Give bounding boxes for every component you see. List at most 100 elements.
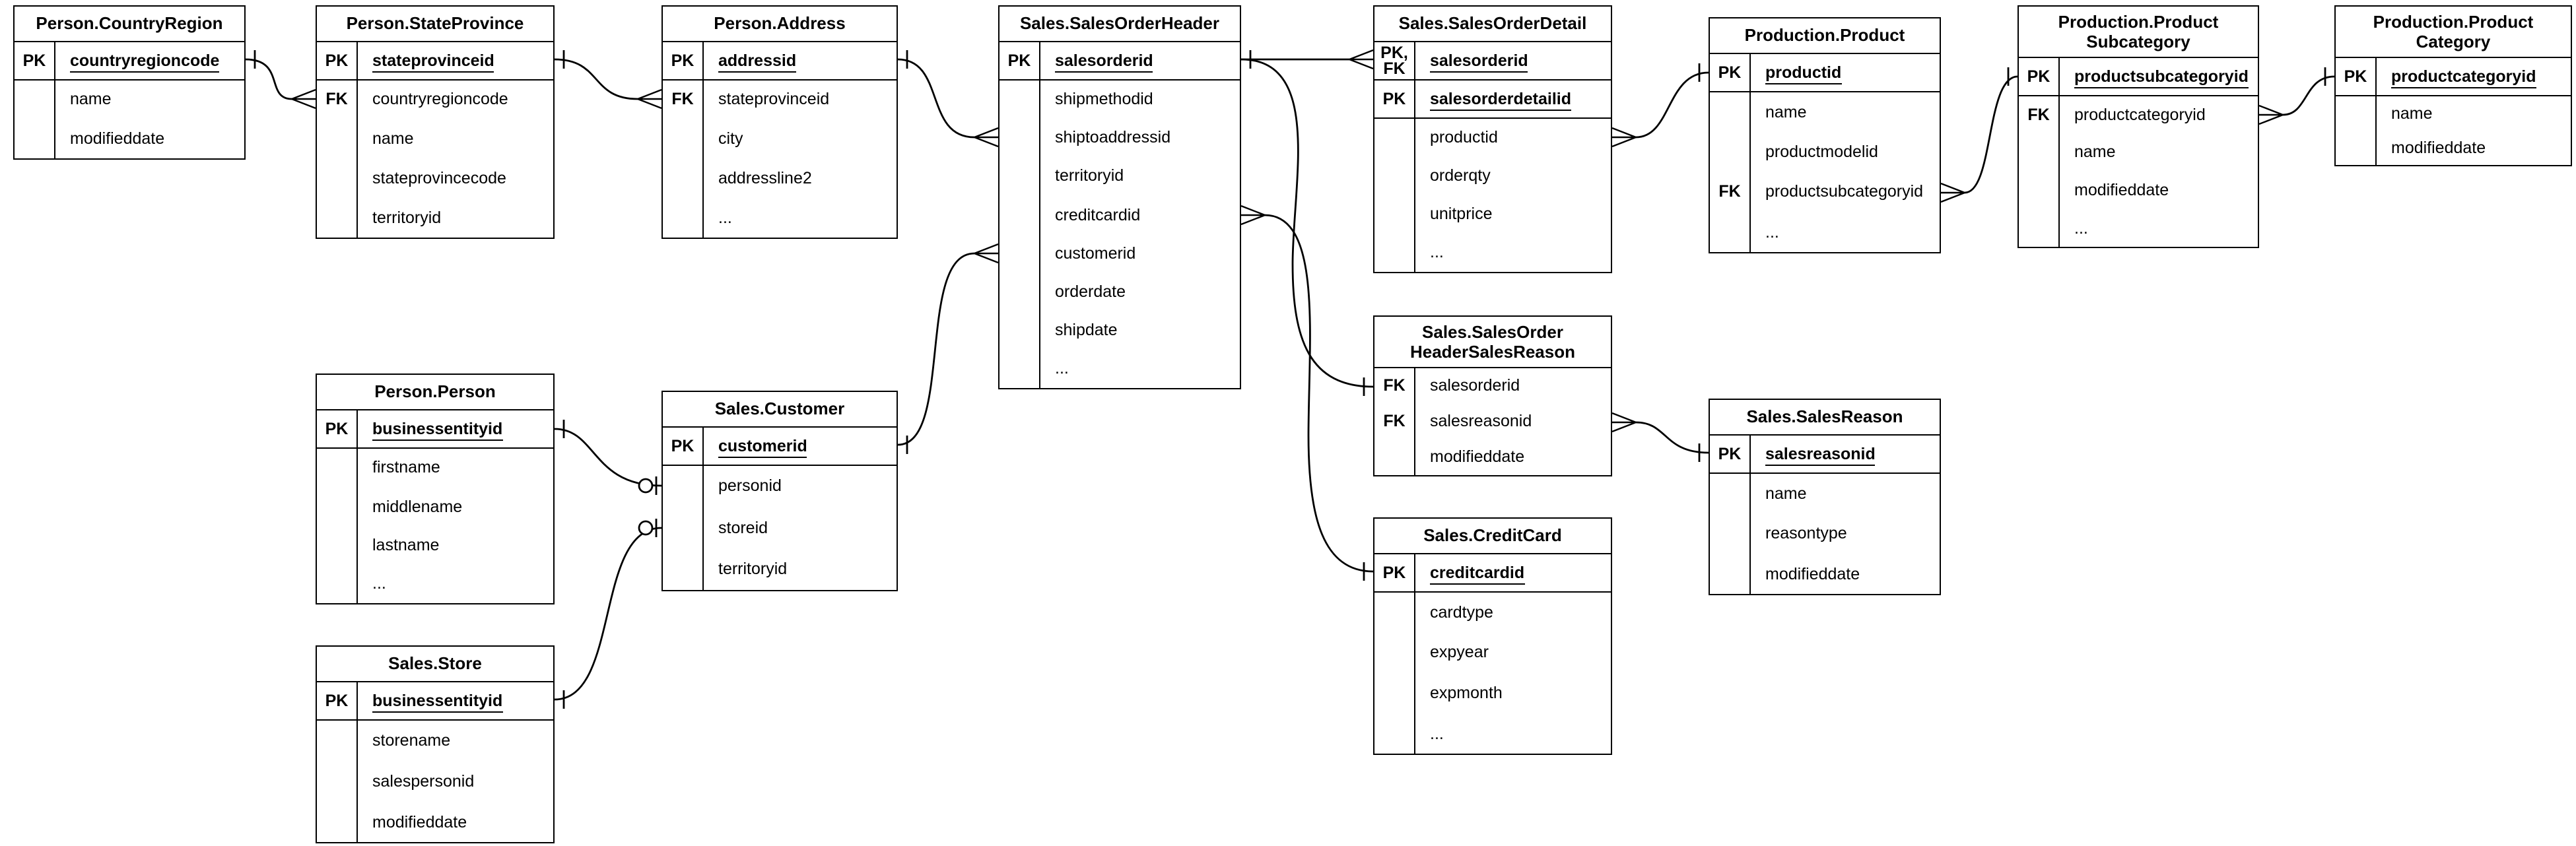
key-cell: PK bbox=[2019, 57, 2060, 94]
attribute-row: productid bbox=[1374, 118, 1611, 157]
rel-salesorderheader-salesorderdetail bbox=[1241, 49, 1374, 70]
key-cell bbox=[1374, 233, 1415, 272]
attribute-cell: territoryid bbox=[1040, 167, 1124, 185]
attribute-name: modifieddate bbox=[372, 812, 467, 831]
key-cell bbox=[1374, 439, 1415, 476]
key-cell: FK bbox=[317, 80, 358, 119]
key-cell bbox=[317, 525, 358, 565]
attribute-name: city bbox=[718, 129, 743, 148]
key-cell: PK bbox=[1710, 435, 1751, 472]
attribute-row: lastname bbox=[317, 525, 553, 565]
attribute-row: firstname bbox=[317, 448, 553, 487]
key-cell bbox=[317, 448, 358, 487]
attribute-cell: shipdate bbox=[1040, 321, 1118, 339]
key-cell bbox=[1374, 632, 1415, 673]
many-crowfoot bbox=[1611, 412, 1637, 433]
attribute-row: ... bbox=[1710, 212, 1940, 252]
attribute-name: ... bbox=[1430, 724, 1444, 743]
attribute-cell: countryregioncode bbox=[358, 90, 508, 109]
attribute-row: productmodelid bbox=[1710, 131, 1940, 172]
attribute-cell: businessentityid bbox=[358, 691, 503, 712]
attribute-name: territoryid bbox=[372, 209, 442, 228]
attribute-row: name bbox=[317, 119, 553, 159]
attribute-name: customerid bbox=[1055, 244, 1136, 263]
key-cell bbox=[1000, 80, 1040, 119]
attribute-cell: addressline2 bbox=[704, 169, 812, 187]
table-title: Sales.CreditCard bbox=[1374, 519, 1611, 554]
table-title: Person.CountryRegion bbox=[15, 7, 244, 42]
attribute-name: salesorderid bbox=[1430, 51, 1528, 72]
table-title: Sales.SalesOrderHeader bbox=[1000, 7, 1240, 42]
attribute-name: addressline2 bbox=[718, 169, 812, 188]
table-title-text: Sales.SalesOrderHeader bbox=[1019, 13, 1220, 34]
rel-product-salesorderdetail bbox=[1611, 63, 1709, 148]
table-title: Sales.Customer bbox=[663, 392, 897, 427]
primary-key-row: PK salesreasonid bbox=[1710, 435, 1940, 473]
attribute-name: unitprice bbox=[1430, 205, 1493, 224]
key-cell: PK bbox=[317, 42, 358, 79]
attribute-name: stateprovinceid bbox=[718, 90, 830, 109]
table-title-text: Person.StateProvince bbox=[346, 13, 524, 34]
attribute-row: ... bbox=[2019, 209, 2258, 247]
attribute-name: orderqty bbox=[1430, 166, 1491, 185]
key-cell bbox=[1000, 311, 1040, 350]
key-cell bbox=[1374, 118, 1415, 157]
rel-store-customer bbox=[554, 519, 662, 709]
rel-person-customer bbox=[554, 420, 662, 495]
many-crowfoot bbox=[1940, 182, 1965, 203]
key-cell bbox=[1374, 672, 1415, 713]
key-cell bbox=[1374, 195, 1415, 234]
attribute-name: name bbox=[1765, 484, 1807, 503]
key-cell bbox=[317, 158, 358, 199]
attribute-cell: name bbox=[1751, 484, 1807, 503]
key-cell bbox=[1710, 92, 1751, 132]
attribute-cell: countryregioncode bbox=[55, 51, 220, 72]
attribute-name: modifieddate bbox=[2074, 181, 2169, 200]
attribute-row: reasontype bbox=[1710, 513, 1940, 554]
attribute-row: name bbox=[15, 80, 244, 119]
attribute-row: personid bbox=[663, 465, 897, 507]
attribute-cell: productcategoryid bbox=[2060, 106, 2206, 124]
attribute-name: salesreasonid bbox=[1765, 444, 1876, 465]
key-cell bbox=[1710, 473, 1751, 513]
key-cell bbox=[317, 564, 358, 603]
attribute-name: firstname bbox=[372, 458, 440, 477]
key-cell: PK bbox=[663, 427, 704, 464]
attribute-row: creditcardid bbox=[1000, 195, 1240, 234]
attribute-cell: creditcardid bbox=[1415, 563, 1525, 584]
attribute-name: productmodelid bbox=[1765, 143, 1878, 162]
attribute-cell: middlename bbox=[358, 497, 462, 515]
attribute-cell: expmonth bbox=[1415, 684, 1503, 702]
table-title-text: Sales.Customer bbox=[714, 399, 845, 419]
key-cell bbox=[1374, 592, 1415, 633]
table-title: Production.Product Category bbox=[2336, 7, 2571, 57]
table-title: Production.Product Subcategory bbox=[2019, 7, 2258, 57]
attribute-row: expmonth bbox=[1374, 672, 1611, 713]
key-cell bbox=[1710, 554, 1751, 594]
attribute-cell: name bbox=[55, 90, 112, 109]
key-cell: PK bbox=[2336, 57, 2377, 94]
key-cell bbox=[663, 158, 704, 199]
key-cell bbox=[2336, 96, 2377, 131]
attribute-row: orderqty bbox=[1374, 156, 1611, 195]
key-cell bbox=[1000, 118, 1040, 157]
rel-countryregion-stateprovince bbox=[245, 50, 316, 110]
